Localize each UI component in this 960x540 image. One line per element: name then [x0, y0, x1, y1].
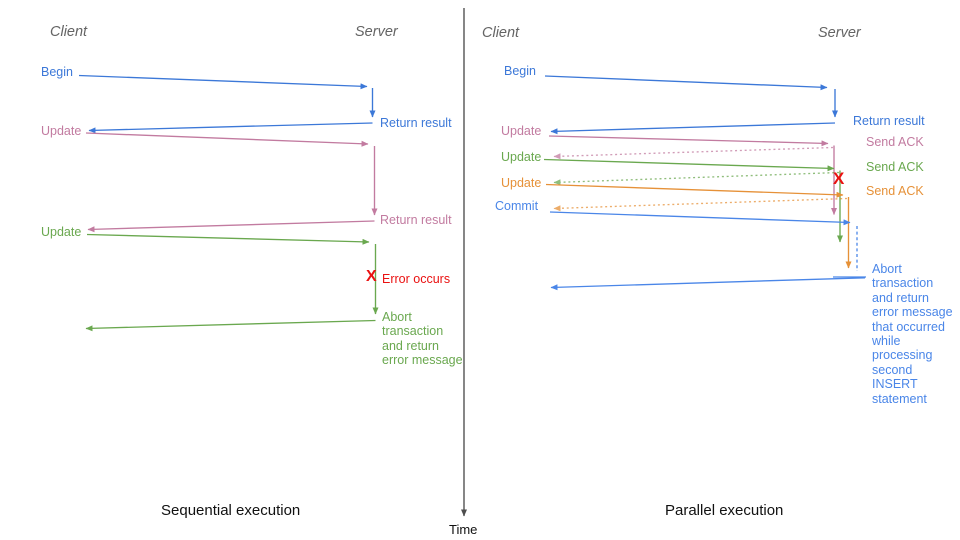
- seq-update1-roundtrip: [85, 132, 378, 233]
- par-return-result-label: Return result: [853, 114, 925, 128]
- seq-begin-label: Begin: [41, 65, 73, 79]
- par-client-header: Client: [482, 25, 520, 41]
- seq-error-x-icon: X: [366, 268, 377, 285]
- par-error-x-icon: X: [833, 169, 845, 188]
- par-update2-label: Update: [501, 150, 542, 164]
- seq-update1-label: Update: [41, 124, 82, 138]
- par-begin-label: Begin: [504, 64, 536, 78]
- seq-return-result-2-label: Return result: [380, 213, 452, 227]
- par-update3-label: Update: [501, 176, 542, 190]
- seq-abort-note: Abort transaction and return error messa…: [382, 310, 463, 368]
- par-update2-send-ack: [543, 158, 843, 243]
- par-commit-label: Commit: [495, 199, 539, 213]
- par-send-ack-3-label: Send ACK: [866, 184, 924, 198]
- seq-begin-roundtrip: [78, 74, 376, 134]
- par-server-header: Server: [818, 25, 861, 41]
- time-axis-label: Time: [449, 522, 478, 537]
- par-caption: Parallel execution: [665, 502, 784, 519]
- par-send-ack-1-label: Send ACK: [866, 135, 924, 149]
- seq-caption: Sequential execution: [161, 502, 301, 519]
- par-commit-abort: [549, 211, 866, 291]
- par-begin-roundtrip: [544, 75, 838, 135]
- seq-return-result-1-label: Return result: [380, 116, 452, 130]
- seq-update2-abort: [85, 233, 379, 332]
- par-abort-note: Abort transaction and return error messa…: [872, 262, 953, 406]
- par-send-ack-2-label: Send ACK: [866, 160, 924, 174]
- par-update1-send-ack: [548, 135, 837, 215]
- par-update3-send-ack: [545, 183, 852, 269]
- seq-update2-label: Update: [41, 225, 82, 239]
- par-update1-label: Update: [501, 124, 542, 138]
- seq-server-header: Server: [355, 24, 398, 40]
- seq-error-label: Error occurs: [382, 272, 451, 286]
- seq-client-header: Client: [50, 24, 88, 40]
